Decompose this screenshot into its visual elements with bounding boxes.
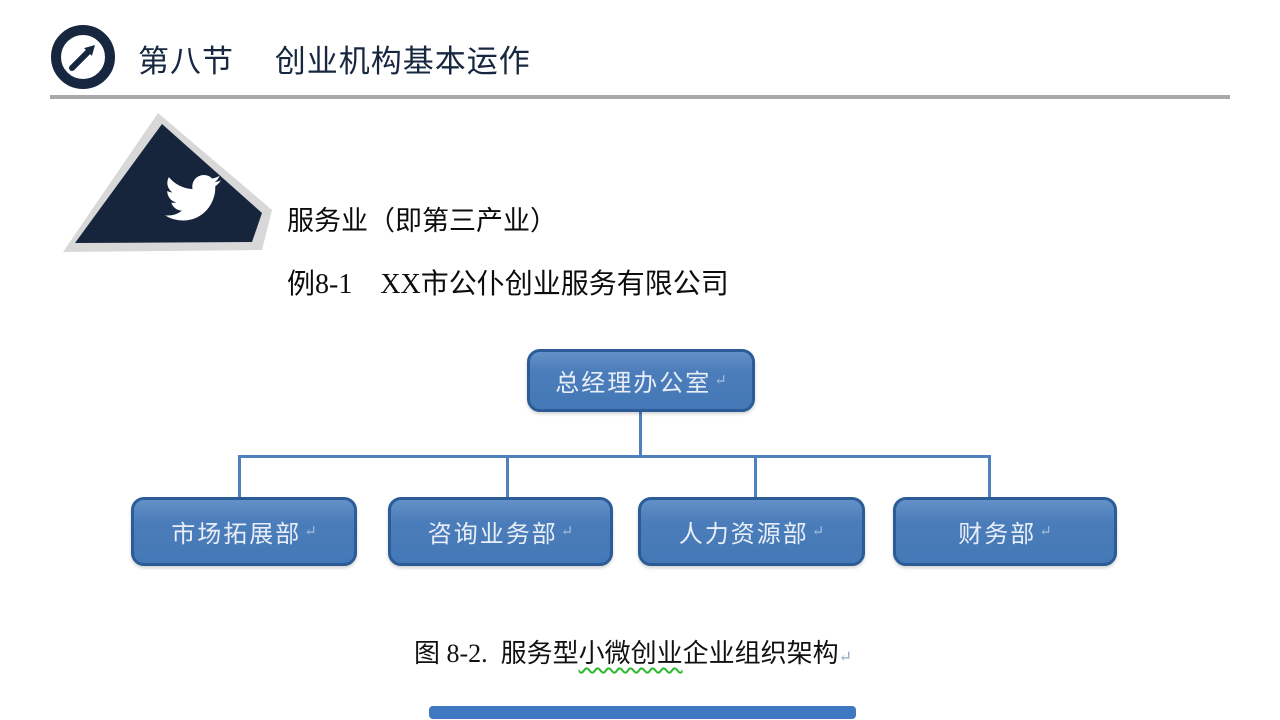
org-box-consulting-business: 咨询业务部↵ <box>388 497 613 566</box>
caption-prefix: 图 8-2. 服务型 <box>413 639 579 668</box>
paragraph-return-mark: ↵ <box>304 524 317 540</box>
connector-drop-4 <box>988 457 991 497</box>
org-box-label: 咨询业务部 <box>427 522 558 548</box>
twitter-bird-icon <box>63 113 272 252</box>
caption-spellcheck-squiggle: 小微创业 <box>578 639 683 668</box>
arrow-up-right-circle-icon <box>51 25 115 89</box>
org-box-label: 财务部 <box>958 522 1037 548</box>
paragraph-return-mark: ↵ <box>838 649 853 666</box>
org-box-label: 总经理办公室 <box>555 371 712 397</box>
paragraph-return-mark: ↵ <box>811 524 825 540</box>
connector-root-stub <box>639 412 642 457</box>
footer-accent-bar <box>429 706 856 719</box>
figure-caption: 图 8-2. 服务型小微创业企业组织架构↵ <box>0 603 1240 700</box>
connector-drop-3 <box>754 457 757 497</box>
org-box-human-resources: 人力资源部↵ <box>638 497 865 566</box>
paragraph-return-mark: ↵ <box>560 524 574 540</box>
org-box-general-manager-office: 总经理办公室↵ <box>527 349 755 412</box>
header-divider <box>50 95 1230 99</box>
paragraph-return-mark: ↵ <box>1039 524 1052 540</box>
org-box-market-expansion: 市场拓展部↵ <box>131 497 357 566</box>
industry-heading: 服务业（即第三产业） <box>287 206 557 236</box>
org-box-finance: 财务部↵ <box>893 497 1117 566</box>
connector-drop-2 <box>506 457 509 497</box>
caption-suffix: 企业组织架构 <box>682 639 839 668</box>
example-heading: 例8-1 XX市公仆创业服务有限公司 <box>287 269 729 300</box>
org-box-label: 市场拓展部 <box>171 522 302 548</box>
paragraph-return-mark: ↵ <box>714 373 727 389</box>
org-box-label: 人力资源部 <box>678 522 809 548</box>
page-title: 第八节 创业机构基本运作 <box>138 44 531 79</box>
connector-drop-1 <box>238 457 241 497</box>
connector-horizontal <box>238 455 991 458</box>
